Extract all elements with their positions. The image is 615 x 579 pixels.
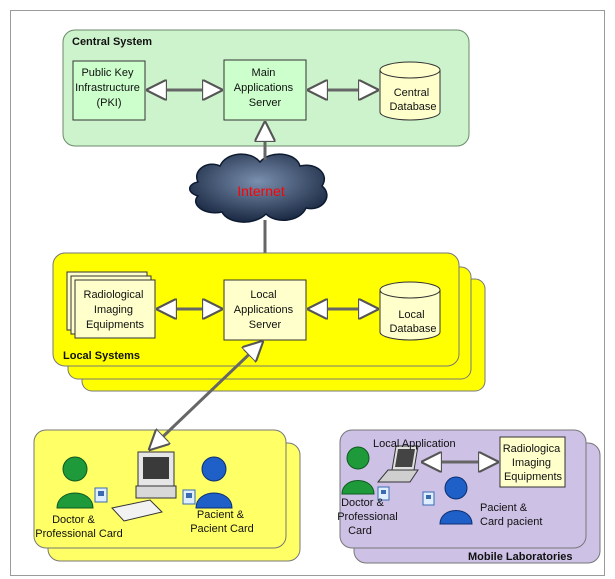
clinic-group: Doctor & Professional Card Pacient & Pac… (33, 342, 301, 562)
mobile-imaging-label: Radiologica Imaging Equipments (503, 443, 564, 483)
pacient-card-icon (182, 489, 196, 505)
internet-label: Internet (237, 183, 285, 199)
mobile-laboratories-title: Mobile Laboratories (468, 551, 573, 563)
internet-cloud-icon (189, 153, 328, 223)
radiological-imaging-box (74, 279, 156, 339)
workstation-computer-icon (111, 451, 177, 522)
main-applications-server-box (223, 59, 307, 121)
patient-person-icon (195, 456, 233, 509)
mobile-patient-label: Pacient & Card pacient (480, 502, 542, 528)
mobile-imaging-box (499, 436, 566, 488)
pki-label: Public Key Infrastructure (PKI) (75, 67, 143, 109)
professional-card-icon (94, 487, 108, 503)
pki-box (72, 60, 146, 121)
laptop-icon (376, 445, 419, 483)
mobile-pacient-card-icon (422, 491, 435, 506)
mobile-doctor-label: Doctor & Professional Card (337, 497, 401, 537)
patient-label: Pacient & Pacient Card (190, 509, 254, 535)
imaging-label: Radiological Imaging Equipments (84, 289, 147, 331)
main-server-label: Main Applications Server (234, 67, 296, 109)
local-systems-group: Local Systems Radiological Imaging Equip… (52, 252, 486, 392)
central-database-icon (379, 61, 441, 121)
local-systems-title: Local Systems (63, 350, 140, 362)
local-database-label: Local Database (389, 309, 436, 335)
mobile-professional-card-icon (377, 486, 390, 501)
mobile-patient-person-icon (439, 476, 473, 525)
local-application-label: Local Application (373, 438, 456, 450)
local-database-icon (379, 281, 441, 341)
localserver-workstation-arrow (150, 342, 262, 449)
mobile-doctor-person-icon (341, 446, 375, 495)
central-database-label: Central Database (389, 87, 436, 113)
local-server-label: Local Applications Server (234, 289, 296, 331)
doctor-label: Doctor & Professional Card (35, 514, 122, 540)
mobile-laboratories-group: Mobile Laboratories Local Application Do… (337, 429, 601, 564)
central-system-group: Central System Public Key Infrastructure… (62, 29, 470, 147)
central-system-title: Central System (72, 36, 152, 48)
doctor-person-icon (56, 456, 94, 509)
